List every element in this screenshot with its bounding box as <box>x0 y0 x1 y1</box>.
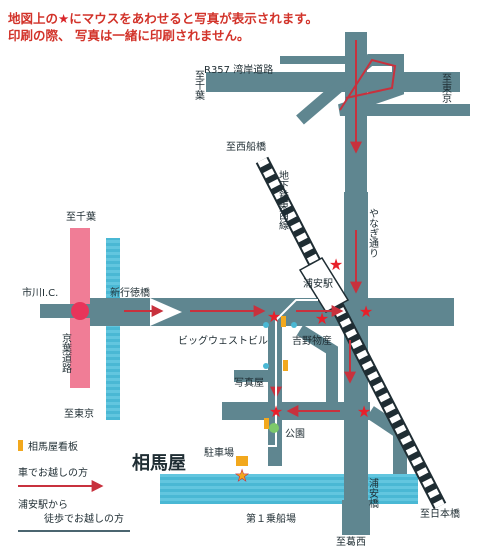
star-icon[interactable]: ★ <box>329 255 343 274</box>
legend-signboard-icon <box>18 440 23 451</box>
label-to-tokyo-top: 至東京 <box>440 73 452 104</box>
label-r357: R357 湾岸道路 <box>204 63 273 76</box>
signboard-icon <box>264 418 269 429</box>
ichikawa-ic-marker <box>71 302 89 320</box>
road-local-d <box>296 324 338 402</box>
label-first-boarding-pier: 第１乗船場 <box>246 512 296 525</box>
landmark-dot <box>291 322 297 328</box>
railway-ties <box>257 157 445 509</box>
river <box>160 474 418 504</box>
road-local-c <box>234 370 274 382</box>
legend-walk-line1: 浦安駅から <box>18 498 68 511</box>
legend-walk-line2: 徒歩でお越しの方 <box>44 512 124 525</box>
label-yanagi-dori: やなぎ通り <box>367 208 379 258</box>
label-keiyo-road: 京葉道路 <box>60 332 72 374</box>
label-to-chiba-left: 至千葉 <box>66 210 96 223</box>
star-icon[interactable]: ★ <box>359 302 373 321</box>
label-ichikawa-ic: 市川I.C. <box>22 286 58 299</box>
notice-text-b: にマウスをあわせると写真が表示されます。 <box>69 11 318 26</box>
star-icon[interactable]: ★ <box>269 402 283 421</box>
road-ichikawa-ic <box>40 304 100 318</box>
parking-signboard-icon <box>236 456 248 466</box>
landmark-dot <box>263 363 269 369</box>
star-icon[interactable]: ★ <box>315 309 329 328</box>
label-parking: 駐車場 <box>204 446 234 459</box>
label-to-nishifunabashi: 至西船橋 <box>226 140 266 153</box>
label-to-chiba-top: 至千葉 <box>193 70 205 101</box>
signboard-icon <box>283 360 288 371</box>
star-icon: ★ <box>58 11 70 26</box>
label-park: 公園 <box>285 428 305 440</box>
park-marker <box>269 423 279 433</box>
label-shingyotoku-bridge: 新行徳橋 <box>110 286 150 299</box>
landmark-dot <box>263 322 269 328</box>
car-route-loop <box>339 58 397 111</box>
notice-line-1: 地図上の★にマウスをあわせると写真が表示されます。 <box>8 8 318 27</box>
waterway <box>106 238 120 420</box>
label-yoshino-bussan: 吉野物産 <box>292 334 332 347</box>
interchange-ramp <box>296 54 470 125</box>
label-urayasu-station: 浦安駅 <box>303 277 333 290</box>
label-big-west-building: ビッグウェストビル <box>178 334 268 347</box>
label-urayasu-bridge: 浦安橋 <box>367 477 379 509</box>
walk-route <box>245 299 318 475</box>
label-to-nihonbashi: 至日本橋 <box>420 507 460 520</box>
urayasu-station-building[interactable] <box>298 257 350 313</box>
notice-text-a: 地図上の <box>8 11 59 26</box>
label-photo-studio: 写真屋 <box>234 376 264 389</box>
legend-by-car: 車でお越しの方 <box>18 466 88 479</box>
signboard-icon <box>281 316 286 327</box>
legend-signboard: 相馬屋看板 <box>28 440 78 453</box>
star-icon[interactable]: ★ <box>357 402 371 421</box>
star-icon[interactable]: ★ <box>267 307 281 326</box>
label-restaurant-name: 相馬屋 <box>132 453 186 474</box>
label-subway: 地下鉄東西線 <box>277 169 289 230</box>
road-to-kasai <box>342 500 370 535</box>
label-to-tokyo-left: 至東京 <box>64 407 94 420</box>
notice-line-2: 印刷の際、 写真は一緒に印刷されません。 <box>8 28 250 43</box>
pier-star-icon[interactable]: ★ <box>235 466 250 486</box>
label-to-kasai: 至葛西 <box>336 535 366 548</box>
